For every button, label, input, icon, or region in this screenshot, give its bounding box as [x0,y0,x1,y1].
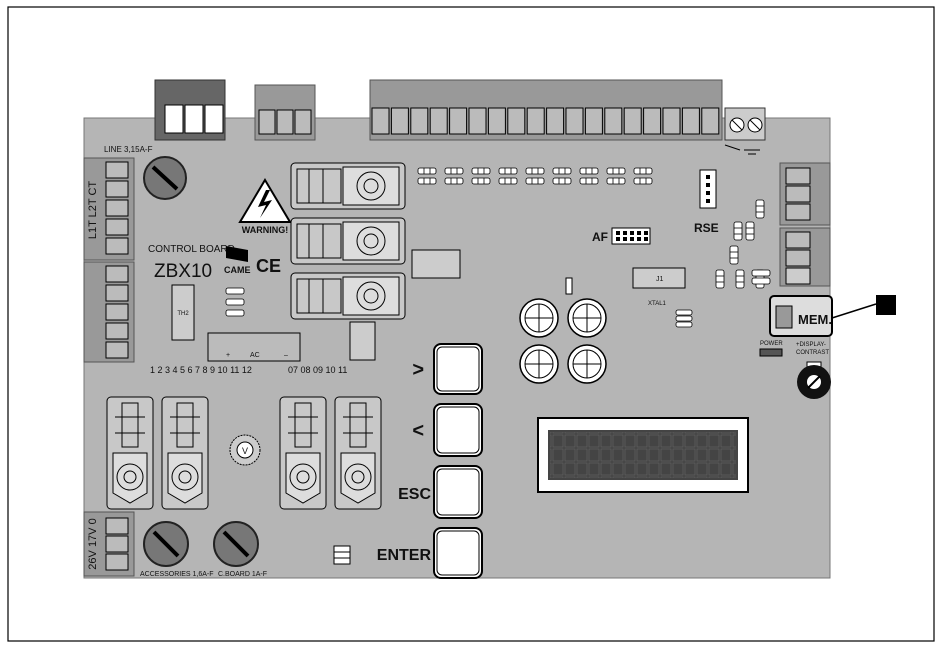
enter-button[interactable] [434,528,482,578]
power-led [760,349,782,356]
right-arrow-button[interactable] [434,344,482,394]
terminal-numbers: 1 2 3 4 5 6 7 8 9 10 11 12 [150,365,252,375]
component-small [350,322,375,360]
j1-connector: J1 [633,268,685,288]
left-button-label: < [412,420,424,442]
control-board-label: CONTROL BOARD [148,244,235,255]
display-label: +DISPLAY- [796,342,826,348]
small-component [566,278,572,294]
top-terminal-strip [370,80,722,140]
left-terminal-labels-top: L1T L2T CT [87,181,99,240]
contrast-label: CONTRAST [796,350,829,356]
right-terminal-block-bottom [780,228,830,286]
model-label: ZBX10 [154,261,212,282]
left-terminal-labels-bottom: 26V 17V 0 [87,518,99,569]
svg-text:AC: AC [250,352,260,359]
ac-connector: + AC – [208,333,300,361]
resistor-bottom [334,546,350,564]
esc-button[interactable] [434,466,482,518]
power-label: POWER [760,341,783,347]
rotary-switch: V [230,435,260,465]
fuse-board [214,522,258,566]
left-arrow-button[interactable] [434,404,482,456]
component-block [412,250,460,278]
ce-mark: CE [256,256,281,276]
fuse-line [144,157,186,199]
terminal-numbers-2: 07 08 09 10 11 [288,365,347,375]
svg-text:V: V [242,446,248,456]
top-green-connector [155,80,225,140]
af-connector [612,228,650,244]
svg-text:CAME: CAME [224,265,251,275]
th2-component: TH2 [172,285,194,340]
fuse-accessories [144,522,188,566]
svg-text:MEM.: MEM. [798,312,832,327]
fuse-board-label: C.BOARD 1A-F [218,571,267,578]
svg-text:TH2: TH2 [177,311,189,317]
relay-group [291,163,405,319]
lcd-display [538,418,748,492]
enter-button-label: ENTER [377,547,432,564]
warning-label: WARNING! [242,225,289,235]
callout-marker [876,295,896,315]
fuse-line-label: LINE 3,15A-F [104,145,153,154]
right-button-label: > [412,359,424,381]
rse-label: RSE [694,221,719,235]
xtal-label: XTAL1 [648,301,667,307]
svg-text:+: + [226,352,230,359]
af-label: AF [592,230,608,244]
fuse-accessories-label: ACCESSORIES 1,6A-F [140,571,214,578]
top-connector-2 [255,85,315,140]
esc-button-label: ESC [398,486,431,503]
svg-text:J1: J1 [656,276,664,283]
mem-jumper[interactable]: MEM. [770,296,832,336]
svg-text:–: – [284,352,288,359]
right-terminal-block-top [780,163,830,225]
rse-connector [700,170,716,208]
